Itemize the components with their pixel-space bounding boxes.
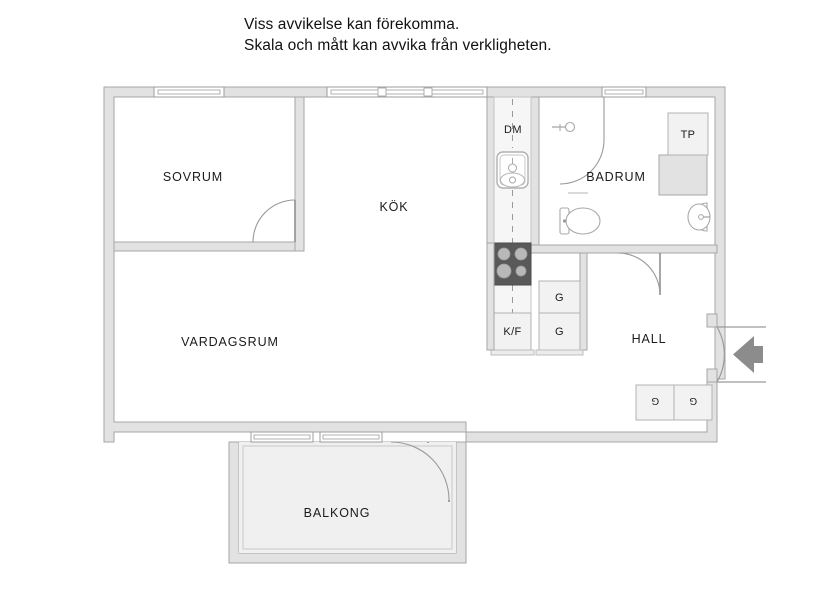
label-hall-closet-2: G [689, 395, 697, 406]
interior-wall-badrum-alcove [658, 154, 708, 196]
room-fill-balkong [239, 442, 456, 553]
kitchen-cabinet-upper: G [538, 280, 581, 314]
door-balkong [390, 441, 450, 502]
room-label-kok: KÖK [379, 200, 408, 214]
door-sovrum [252, 199, 296, 243]
door-badrum [617, 252, 661, 296]
washer-unit: TP [667, 112, 709, 156]
window-kok [326, 86, 488, 98]
exterior-wall-main [103, 86, 726, 443]
interior-wall-sovrum-right [294, 96, 305, 252]
disclaimer-text: Viss avvikelse kan förekomma. Skala och … [244, 14, 764, 56]
kitchen-stove-icon [493, 242, 532, 286]
window-balcony-left [250, 431, 314, 443]
interior-wall-sovrum-bottom [113, 241, 305, 252]
door-entrance [716, 326, 766, 383]
label-kitchen-cabinet-2: G [555, 326, 564, 338]
wall-nub-kitchen [486, 242, 495, 351]
window-sovrum [153, 86, 225, 98]
entrance-jamb-bottom [706, 368, 718, 383]
room-label-badrum: BADRUM [586, 170, 646, 184]
entrance-jamb-top [706, 313, 718, 328]
kitchen-sink-icon [496, 151, 529, 189]
room-label-sovrum: SOVRUM [163, 170, 223, 184]
disclaimer-line-2: Skala och mått kan avvika från verklighe… [244, 37, 552, 54]
room-label-hall: HALL [632, 332, 667, 346]
label-fridge-freezer: K/F [503, 326, 521, 338]
window-balcony-right [319, 431, 383, 443]
toilet-icon [559, 207, 601, 235]
interior-wall-kitchen-right [530, 96, 540, 253]
shower-faucet-icon [552, 121, 576, 133]
interior-wall-hall-left [579, 252, 588, 351]
window-badrum [601, 86, 647, 98]
room-label-vardagsrum: VARDAGSRUM [181, 335, 279, 349]
label-hall-closet-1: G [651, 395, 659, 406]
kitchen-cabinet-lower: G [538, 312, 581, 351]
hall-closet-left: G [635, 384, 675, 421]
bathroom-sink-icon [687, 202, 711, 232]
fridge-freezer-unit: K/F [493, 312, 532, 351]
entrance-arrow-icon [733, 336, 763, 373]
kitchen-cabinet-base [535, 349, 584, 356]
disclaimer-line-1: Viss avvikelse kan förekomma. [244, 16, 460, 33]
room-label-balkong: BALKONG [304, 506, 371, 520]
interior-wall-badrum-bottom [530, 244, 718, 254]
balcony-inner-outline [242, 445, 453, 550]
counter-bottom-edge [490, 349, 535, 356]
shower-curtain-arc [559, 97, 605, 185]
hall-closet-right: G [673, 384, 713, 421]
label-kitchen-cabinet-1: G [555, 292, 564, 304]
label-washer: TP [681, 129, 696, 141]
label-dishwasher: DM [504, 124, 522, 136]
